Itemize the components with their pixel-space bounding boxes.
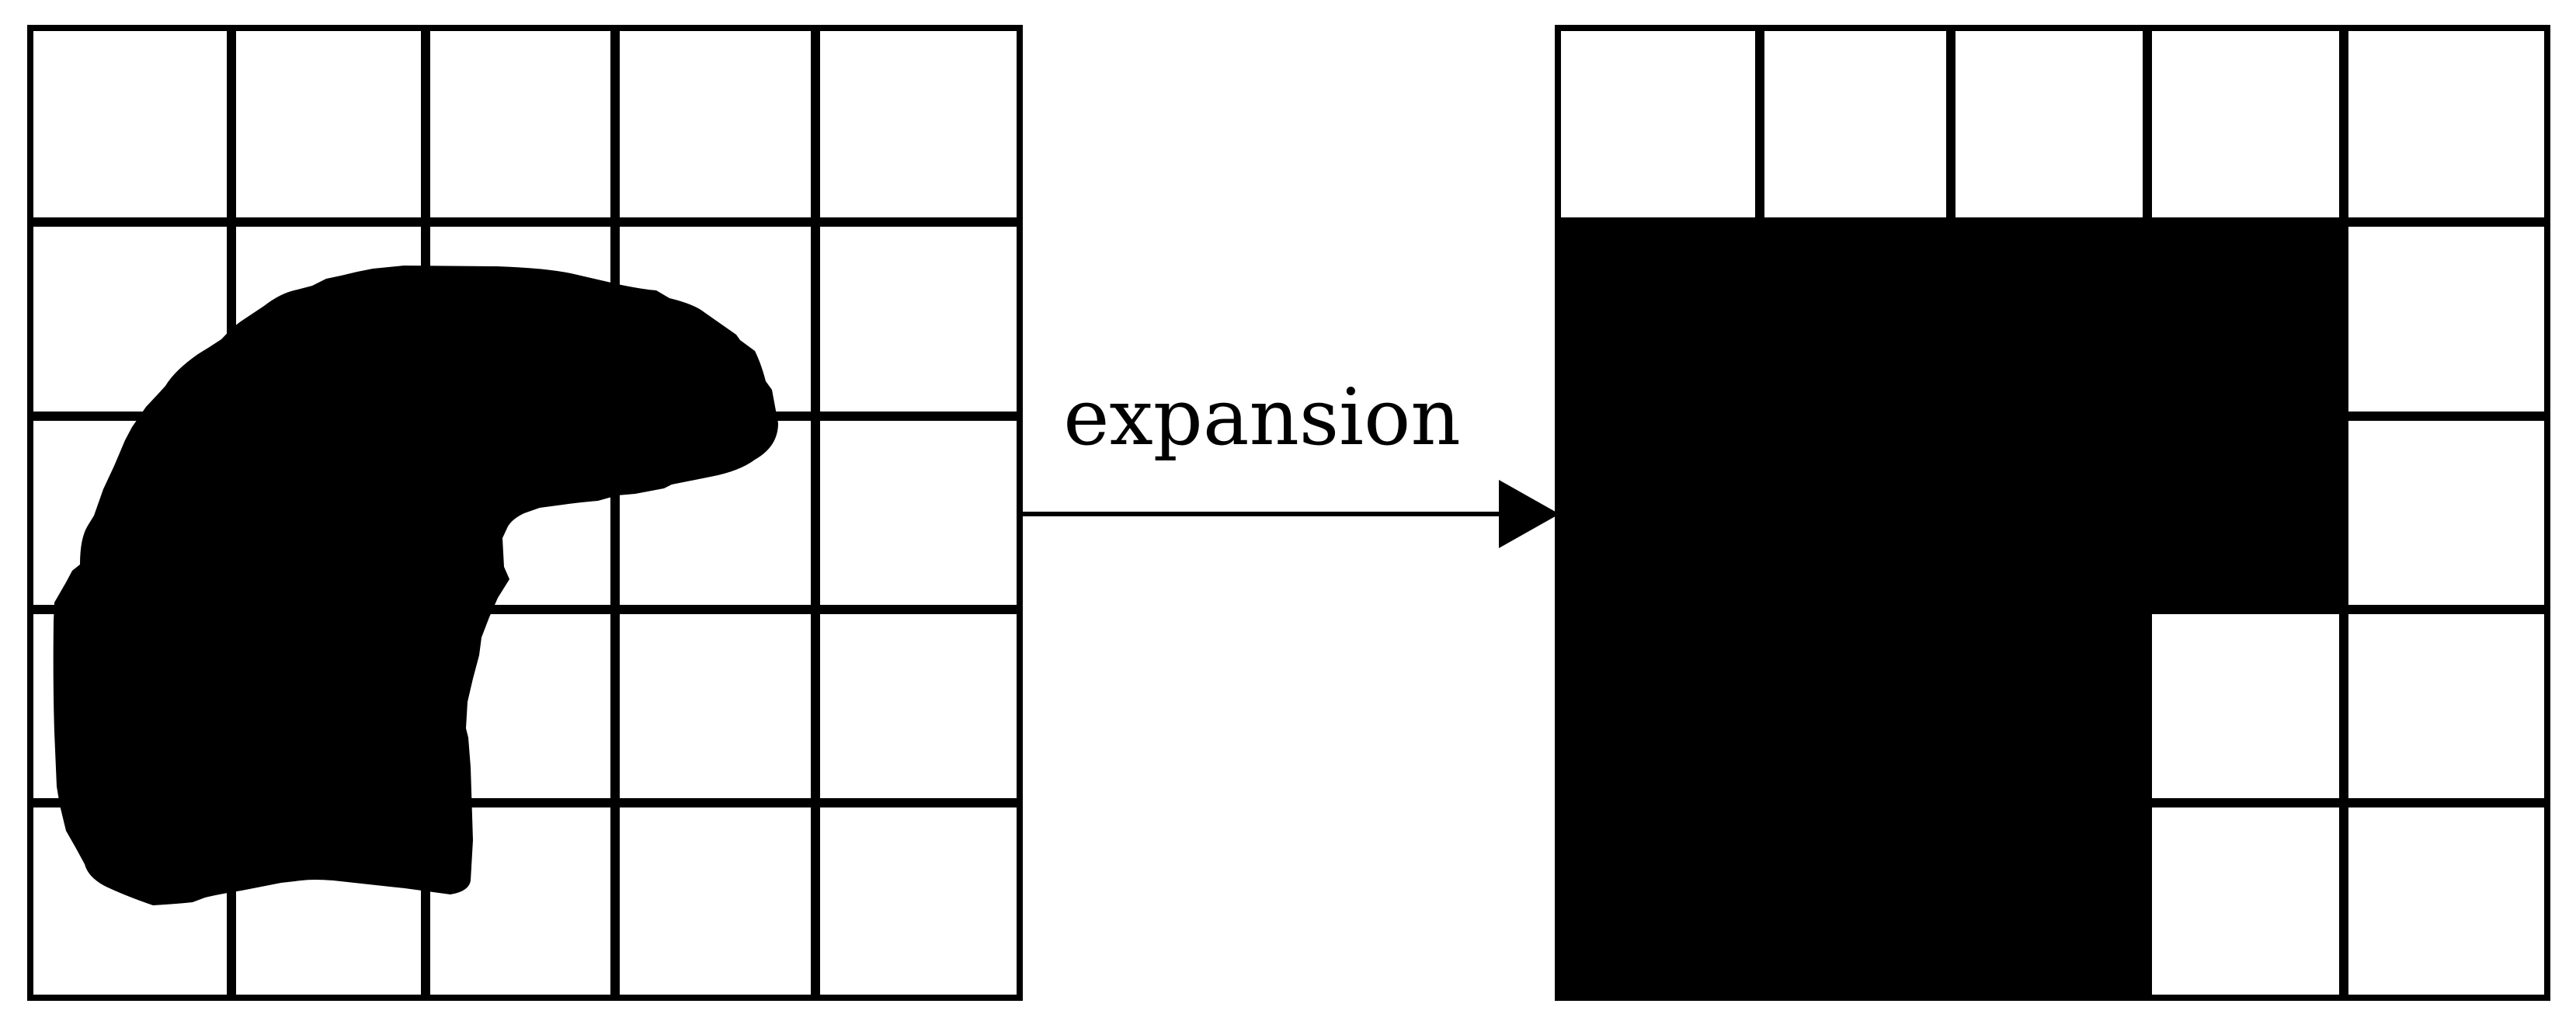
grid-cell-r1-c1-empty — [1558, 28, 1760, 222]
right-grid-panel — [1555, 25, 2550, 1001]
grid-cell-r4-c2-filled — [1760, 610, 1951, 803]
grid-cell-r3-c3-filled — [1951, 416, 2147, 610]
grid-cell-r2-c3-filled — [1951, 222, 2147, 416]
right-grid-lines — [1558, 28, 2547, 998]
grid-cell-r3-c5-empty — [2344, 416, 2547, 610]
grid-cell-r5-c2-filled — [1760, 803, 1951, 998]
grid-cell-r2-c5-empty — [2344, 222, 2547, 416]
arrow-label: expansion — [1063, 372, 1461, 463]
grid-cell-r2-c4-filled — [2147, 222, 2344, 416]
grid-cell-r5-c4-empty — [2147, 803, 2344, 998]
grid-cell-r1-c5-empty — [2344, 28, 2547, 222]
right-grid-cells — [1558, 28, 2547, 998]
grid-cell-r4-c4-empty — [2147, 610, 2344, 803]
arrowhead-icon — [1499, 480, 1559, 548]
grid-cell-r1-c3-empty — [1951, 28, 2147, 222]
grid-cell-r3-c1-filled — [1558, 416, 1760, 610]
grid-cell-r2-c1-filled — [1558, 222, 1760, 416]
grid-cell-r4-c1-filled — [1558, 610, 1760, 803]
right-grid-border — [1555, 25, 2550, 1001]
grid-cell-r4-c5-empty — [2344, 610, 2547, 803]
grid-cell-r3-c4-filled — [2147, 416, 2344, 610]
grid-cell-r1-c4-empty — [2147, 28, 2344, 222]
grid-cell-r2-c2-filled — [1760, 222, 1951, 416]
grid-cell-r5-c1-filled — [1558, 803, 1760, 998]
grid-cell-r3-c2-filled — [1760, 416, 1951, 610]
grid-cell-r5-c5-empty — [2344, 803, 2547, 998]
grid-cell-r4-c3-filled — [1951, 610, 2147, 803]
grid-cell-r1-c2-empty — [1760, 28, 1951, 222]
expansion-arrow: expansion — [1020, 372, 1559, 548]
grid-cell-r5-c3-filled — [1951, 803, 2147, 998]
